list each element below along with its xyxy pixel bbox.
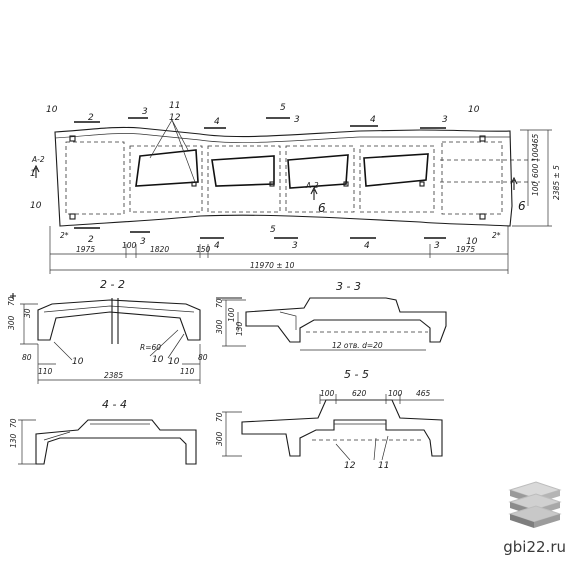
s33-holes-note: 12 отв. d=20 [332, 341, 383, 350]
cut-3-bottom-b: 3 [292, 241, 298, 251]
s22-radius: R=60 [140, 343, 161, 352]
s22-dim-300: 300 [7, 315, 16, 330]
s55-dim-100-b: 100 [388, 389, 403, 398]
plan-view [32, 117, 552, 274]
s33-dim-300: 300 [215, 319, 224, 334]
cut-2-top: 2 [88, 113, 94, 123]
cut-2-bottom: 2 [88, 235, 94, 245]
arrow-1-left: 1 [30, 169, 36, 179]
mark-12: 12 [169, 113, 181, 123]
stacked-slabs-logo-icon [508, 481, 562, 528]
cut-3-top-a: 3 [142, 107, 148, 117]
plan-dimension-lines [49, 129, 552, 274]
dim-100: 100 [122, 241, 137, 250]
mark-10-top-left: 10 [46, 105, 58, 115]
watermark-site-text: gbi22.ru [503, 538, 566, 556]
dim-1975-left: 1975 [76, 245, 95, 254]
mark-10-bottom-right: 10 [466, 237, 478, 247]
cut-4-bottom-a: 4 [214, 241, 220, 251]
cut-markers [74, 117, 446, 239]
dim-1820: 1820 [150, 245, 169, 254]
mark-10-left: 10 [30, 201, 42, 211]
s22-dim-30: 30 [23, 308, 32, 318]
dim-1975-right: 1975 [456, 245, 475, 254]
cut-5-top: 5 [280, 103, 286, 113]
cut-4-top-b: 4 [370, 115, 376, 125]
cut-3-top-b: 3 [294, 115, 300, 125]
cut-4-top: 4 [214, 117, 220, 127]
section-3-3-title: 3 - 3 [336, 280, 361, 293]
s55-dim-100-a: 100 [320, 389, 335, 398]
s55-dim-620: 620 [352, 389, 367, 398]
dim-total-length: 11970 ± 10 [250, 261, 295, 270]
s55-dim-70: 70 [215, 412, 224, 422]
s33-dim-70: 70 [215, 298, 224, 308]
dim-2385-width: 2385 ± 5 [552, 165, 561, 200]
mark-6-right: 6 [518, 199, 526, 213]
dim-2star-right: 2* [492, 231, 501, 240]
mark-10-top-right: 10 [468, 105, 480, 115]
s22-dim-110-right: 110 [180, 367, 195, 376]
s44-dim-70: 70 [9, 418, 18, 428]
plan-openings [135, 149, 429, 189]
section-2-2-title: 2 - 2 [100, 278, 125, 291]
logo-slab-bottom [508, 505, 562, 528]
s55-mark-12: 12 [344, 461, 356, 471]
s22-dim-110-left: 110 [38, 367, 53, 376]
section-4-4 [18, 419, 197, 465]
dim-150: 150 [196, 245, 211, 254]
s33-dim-130: 130 [235, 321, 244, 336]
dim-465: 465 [531, 133, 540, 148]
s44-dim-130: 130 [9, 433, 18, 448]
s22-dim-70: 70 [7, 296, 16, 306]
section-3-3 [216, 297, 447, 351]
dim-600: 600 [531, 163, 540, 178]
cut-3-bottom-a: 3 [140, 237, 146, 247]
s55-mark-11: 11 [378, 461, 389, 471]
cut-5-bottom: 5 [270, 225, 276, 235]
arrow-label-a2-mid: А-2 [305, 181, 319, 190]
dim-100-c: 100 [531, 181, 540, 196]
s55-dim-465: 465 [416, 389, 431, 398]
s22-dim-80-left: 80 [22, 353, 32, 362]
embedded-parts [69, 135, 486, 220]
cut-3-top-c: 3 [442, 115, 448, 125]
s22-dim-80-right: 80 [198, 353, 208, 362]
section-5-5 [222, 394, 444, 461]
s22-mark-10-b: 10 [152, 355, 164, 365]
mark-11: 11 [169, 101, 180, 111]
cut-3-bottom-c: 3 [434, 241, 440, 251]
dim-100-b: 100 [531, 147, 540, 162]
arrow-label-a2: А-2 [31, 155, 45, 164]
mark-6-mid: 6 [318, 201, 326, 215]
section-4-4-title: 4 - 4 [102, 398, 127, 411]
dim-2star-left: 2* [60, 231, 69, 240]
section-2-2 [10, 293, 201, 384]
s22-dim-2385: 2385 [104, 371, 123, 380]
cut-4-bottom-b: 4 [364, 241, 370, 251]
s22-mark-10-c: 10 [168, 357, 180, 367]
section-5-5-title: 5 - 5 [344, 368, 369, 381]
s33-dim-100: 100 [227, 307, 236, 322]
plan-cells [129, 145, 435, 213]
s22-mark-10-a: 10 [72, 357, 84, 367]
s55-dim-300: 300 [215, 431, 224, 446]
